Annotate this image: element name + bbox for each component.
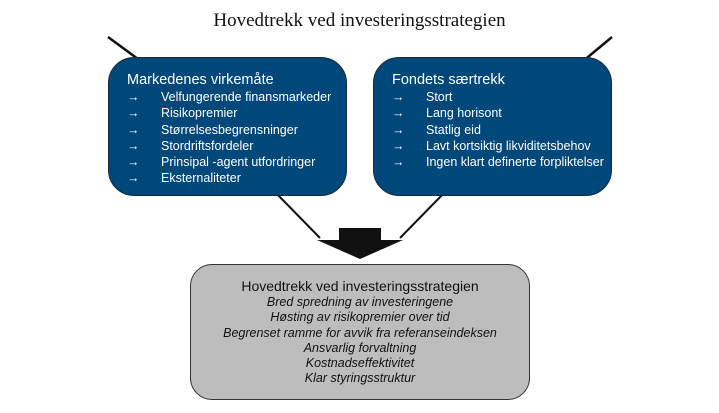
- list-item: Klar styringsstruktur: [191, 371, 529, 386]
- list-item: → Risikopremier: [127, 105, 346, 121]
- item-text: Lang horisont: [426, 106, 502, 121]
- item-text: Bred spredning av investeringene: [266, 295, 454, 309]
- list-item: → Størrelsesbegrensninger: [127, 122, 346, 138]
- box-heading: Fondets særtrekk: [392, 72, 505, 88]
- list-item: Begrenset ramme for avvik fra referansei…: [191, 326, 529, 341]
- arrow-icon: →: [127, 171, 140, 186]
- arrow-icon: →: [127, 106, 140, 121]
- list-item: Ansvarlig forvaltning: [191, 341, 529, 356]
- down-arrow-icon: [317, 228, 403, 259]
- item-text: Høsting av risikopremier over tid: [270, 310, 450, 325]
- item-text: Begrenset ramme for avvik fra referansei…: [223, 325, 497, 340]
- item-text: Lavt kortsiktig likviditetsbehov: [426, 138, 591, 153]
- item-text: Klar styringsstruktur: [304, 371, 416, 386]
- arrow-icon: →: [127, 122, 140, 137]
- list-item: → Prinsipal -agent utfordringer: [127, 154, 346, 170]
- arrow-icon: →: [127, 138, 140, 153]
- list-item: → Stort: [392, 89, 611, 105]
- diagram-title: Hovedtrekk ved investeringsstrategien: [213, 10, 506, 31]
- item-text: Stordriftsfordeler: [161, 138, 254, 153]
- list-item: → Lavt kortsiktig likviditetsbehov: [392, 138, 611, 154]
- item-text: Stort: [426, 90, 453, 104]
- markets-box: Markedenes virkemåte → Velfungerende fina…: [108, 57, 347, 196]
- list-item: → Lang horisont: [392, 105, 611, 121]
- item-text: Ingen klart definerte forpliktelser: [426, 155, 604, 170]
- list-item: → Velfungerende finansmarkeder: [127, 89, 346, 105]
- list-item: → Ingen klart definerte forpliktelser: [392, 154, 611, 170]
- item-text: Risikopremier: [161, 106, 238, 121]
- list-item: → Statlig eid: [392, 122, 611, 138]
- item-text: Velfungerende finansmarkeder: [161, 90, 332, 104]
- arrow-icon: →: [392, 90, 405, 104]
- list-item: → Eksternaliteter: [127, 170, 346, 186]
- arrow-icon: →: [392, 122, 405, 137]
- box-heading: Hovedtrekk ved investeringsstrategien: [241, 278, 479, 294]
- item-text: Ansvarlig forvaltning: [303, 340, 417, 355]
- connector-line: [399, 191, 446, 239]
- strategy-box: Hovedtrekk ved investeringsstrategien Br…: [190, 264, 530, 400]
- fund-traits-box: Fondets særtrekk → Stort → Lang horisont → St…: [373, 57, 612, 196]
- arrow-icon: →: [392, 155, 405, 170]
- list-item: → Stordriftsfordeler: [127, 138, 346, 154]
- item-text: Eksternaliteter: [161, 171, 241, 186]
- list-item: Bred spredning av investeringene: [191, 295, 529, 310]
- list-item: Høsting av risikopremier over tid: [191, 310, 529, 325]
- item-text: Statlig eid: [426, 122, 481, 137]
- connector-line: [274, 191, 321, 239]
- arrow-icon: →: [392, 138, 405, 153]
- box-heading: Markedenes virkemåte: [127, 72, 274, 88]
- arrow-icon: →: [127, 155, 140, 170]
- arrow-icon: →: [392, 106, 405, 121]
- list-item: Kostnadseffektivitet: [191, 356, 529, 371]
- item-text: Prinsipal -agent utfordringer: [161, 155, 316, 170]
- arrow-icon: →: [127, 90, 140, 104]
- item-text: Størrelsesbegrensninger: [161, 122, 298, 137]
- item-text: Kostnadseffektivitet: [305, 356, 415, 371]
